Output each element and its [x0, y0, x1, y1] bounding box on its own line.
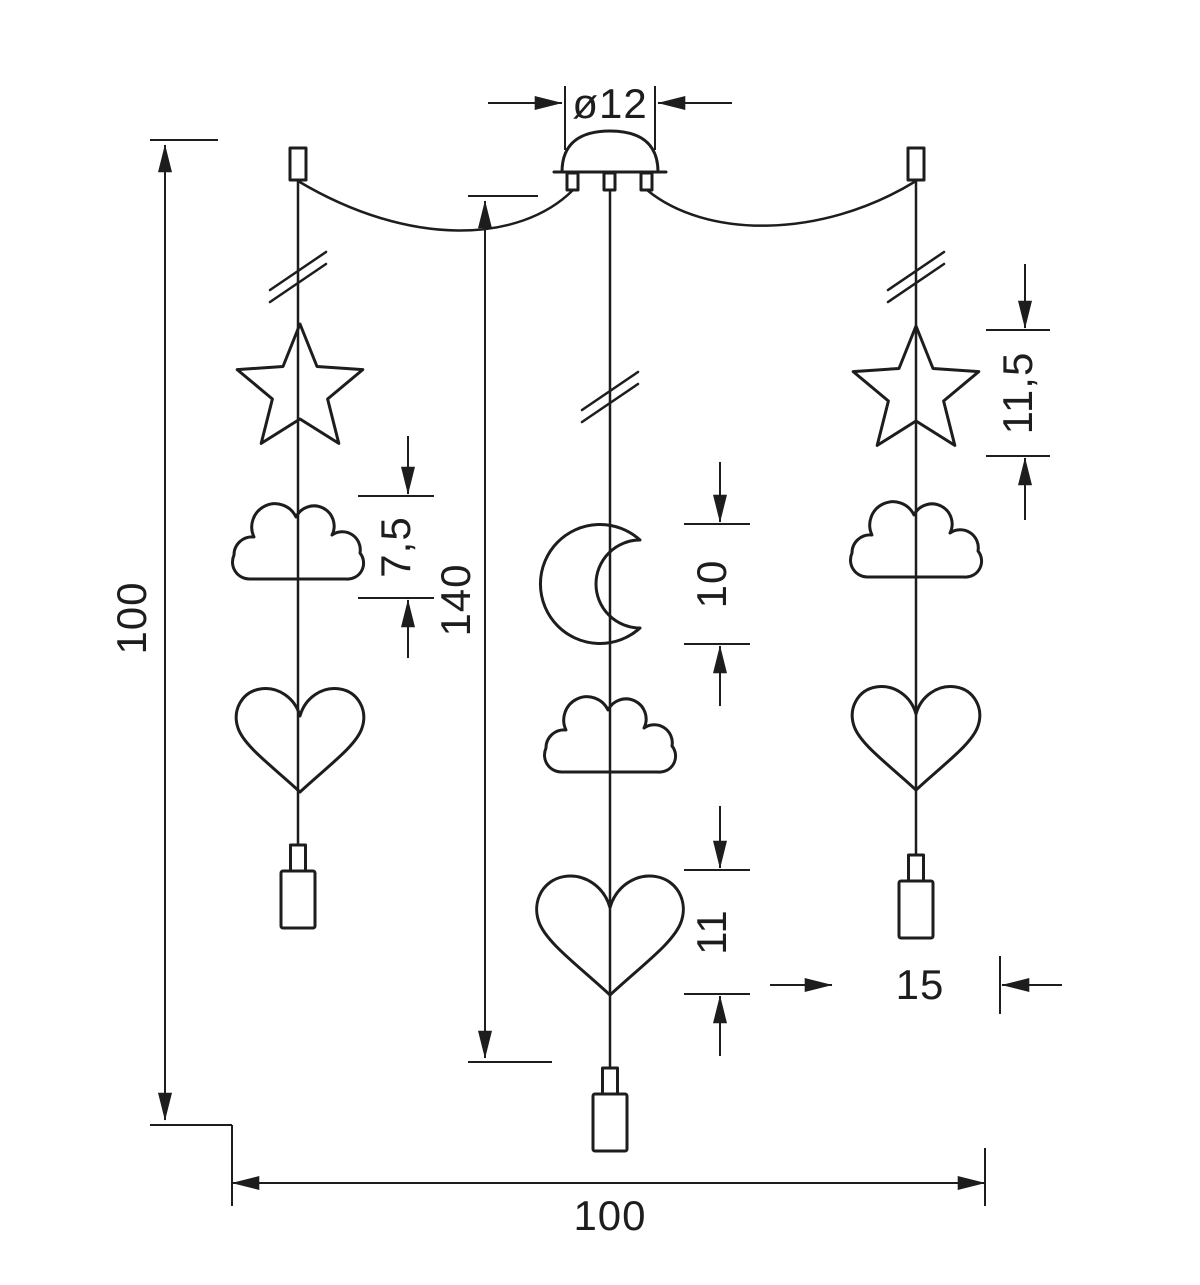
- lamp-socket-right: [897, 853, 935, 940]
- cord-grip-right: [639, 171, 654, 192]
- cable-break-right: [886, 250, 946, 304]
- moon-shape-center: [539, 523, 642, 645]
- dim-overall-height: 100: [108, 139, 232, 1126]
- dim-label-canopy-diameter: ø12: [572, 80, 647, 127]
- dim-label-overall-width: 100: [573, 1192, 646, 1239]
- cloud-shape-left: [231, 502, 366, 581]
- ceiling-canopy: [552, 129, 668, 192]
- dim-overall-width: 100: [231, 1125, 986, 1239]
- dim-socket-offset: 15: [770, 956, 1062, 1014]
- heart-shape-right: [850, 685, 982, 792]
- dim-label-center-drop: 140: [432, 563, 479, 636]
- cords: [268, 178, 946, 1070]
- cloud-shape-right: [849, 500, 984, 579]
- swag-cord-right: [645, 179, 918, 227]
- dim-label-star-height: 11,5: [994, 352, 1041, 435]
- dim-canopy-diameter: ø12: [488, 80, 732, 150]
- dim-cloud-height: 7,5: [358, 436, 434, 658]
- lamp-socket-left: [279, 843, 317, 930]
- dim-center-drop: 140: [432, 195, 552, 1063]
- star-shape-left: [235, 322, 365, 445]
- dim-label-moon-height: 10: [688, 560, 735, 609]
- dim-label-socket-offset: 15: [896, 961, 945, 1008]
- cable-break-left: [268, 250, 328, 304]
- dim-heart-height: 11: [684, 806, 750, 1056]
- cord-grip-left: [565, 171, 580, 192]
- lamp-socket-center: [591, 1066, 629, 1153]
- dim-label-overall-height: 100: [108, 581, 155, 654]
- left-pendant: [231, 146, 366, 930]
- center-pendant: [537, 523, 684, 1153]
- right-pendant: [849, 146, 984, 940]
- cloud-shape-center: [543, 695, 678, 774]
- dim-label-cloud-height: 7,5: [372, 516, 419, 577]
- swag-cord-left: [296, 179, 575, 232]
- dim-star-height: 11,5: [986, 264, 1050, 520]
- ceiling-hook-right: [906, 146, 926, 182]
- dim-moon-height: 10: [684, 462, 750, 706]
- cable-break-center: [580, 370, 640, 424]
- canopy-dome: [560, 129, 660, 174]
- heart-shape-left: [234, 687, 366, 794]
- ceiling-hook-left: [288, 146, 308, 182]
- star-shape-right: [851, 324, 981, 447]
- dimension-annotations: ø12 100 140 7,5: [108, 80, 1062, 1239]
- dim-label-heart-height: 11: [688, 909, 735, 955]
- heart-shape-center: [537, 876, 684, 995]
- cord-grip-center: [602, 171, 617, 192]
